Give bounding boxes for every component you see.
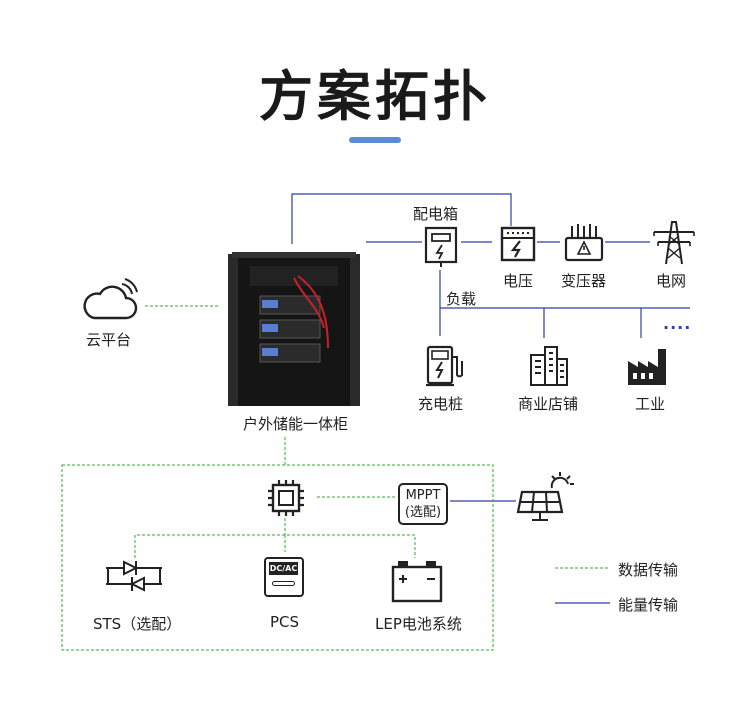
cloud-icon [83,278,138,320]
power-tower-icon [653,221,695,265]
battery-label: LEP电池系统 [375,615,462,633]
battery-icon [391,561,443,603]
charging-pile-icon [426,345,463,387]
commercial-building-icon [530,346,568,386]
more-loads-ellipsis: ···· [663,318,692,337]
legend-energy-label: 能量传输 [618,596,679,614]
cloud-platform-label: 云平台 [86,331,132,349]
voltage-label: 电压 [503,272,534,290]
energy-lines [291,193,690,604]
cabinet-label: 户外储能一体柜 [243,415,349,433]
pcs-badge: DC/AC [269,562,298,575]
mppt-box: MPPT (选配) [398,483,448,525]
sts-icon [106,560,162,592]
distribution-box-icon [424,226,458,267]
transformer-label: 变压器 [561,272,607,290]
title-underline [349,137,401,143]
factory-icon [628,349,666,385]
chip-icon [268,480,304,516]
pcs-slot-1 [272,581,295,586]
data-lines [61,305,610,651]
grid-label: 电网 [656,272,687,290]
pcs-icon: DC/AC [264,557,304,597]
charging-pile-label: 充电桩 [418,395,464,413]
transformer-icon [564,224,604,262]
storage-cabinet-image [228,252,360,406]
distribution-box-label: 配电箱 [413,205,459,223]
sts-label: STS（选配） [93,615,182,633]
page-title: 方案拓扑 [259,65,491,128]
voltage-meter-icon [500,226,536,262]
solar-panel-icon [516,472,574,521]
pcs-label: PCS [270,613,300,631]
industry-label: 工业 [635,395,666,413]
legend-data-label: 数据传输 [618,561,679,579]
commercial-store-label: 商业店铺 [518,395,579,413]
mppt-label: MPPT [405,488,441,503]
load-label: 负载 [446,290,477,308]
mppt-optional-label: (选配) [404,505,442,520]
